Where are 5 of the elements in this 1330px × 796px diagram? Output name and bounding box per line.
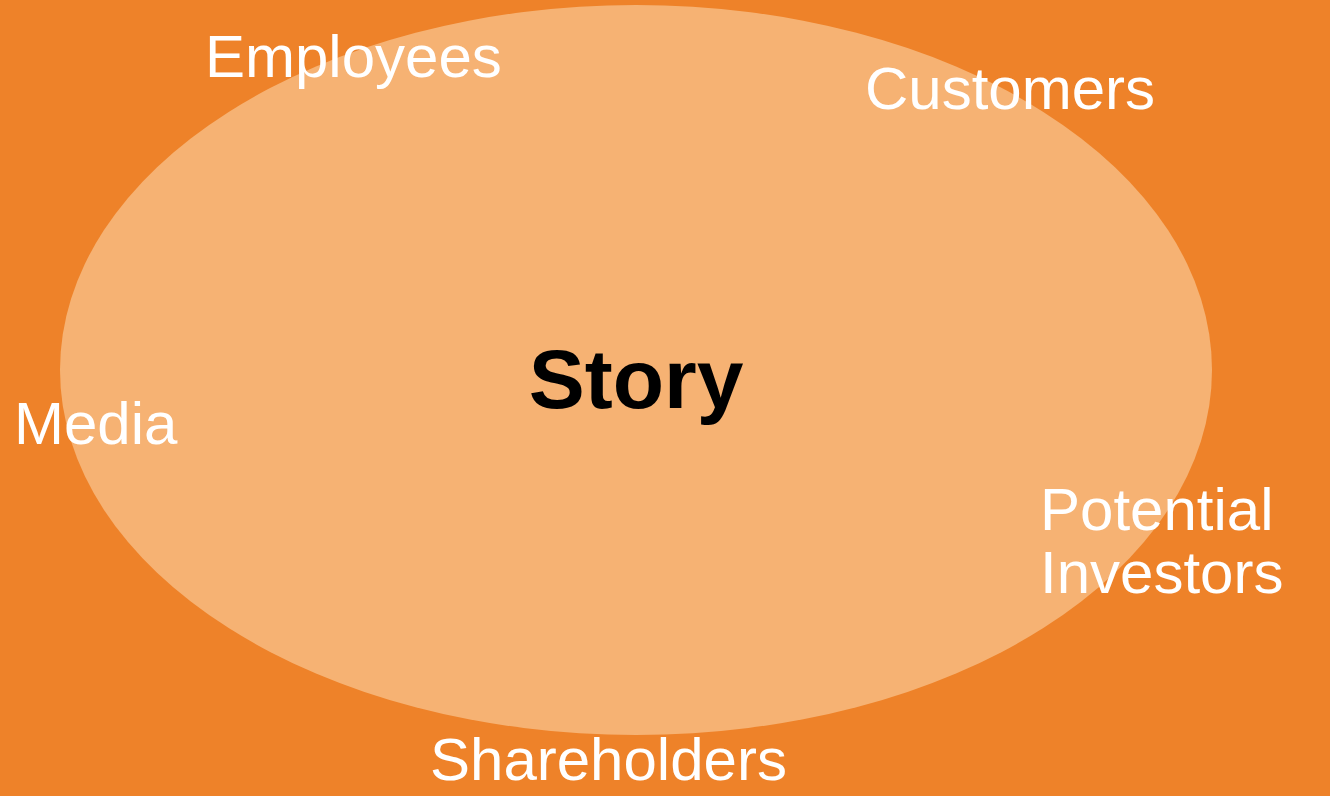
stakeholder-label: Potential Investors (1040, 478, 1285, 604)
stakeholder-label: Customers (865, 57, 1156, 120)
stakeholder-label: Employees (205, 25, 502, 88)
stakeholder-label: Media (14, 392, 178, 455)
stakeholder-label: Shareholders (430, 728, 787, 791)
